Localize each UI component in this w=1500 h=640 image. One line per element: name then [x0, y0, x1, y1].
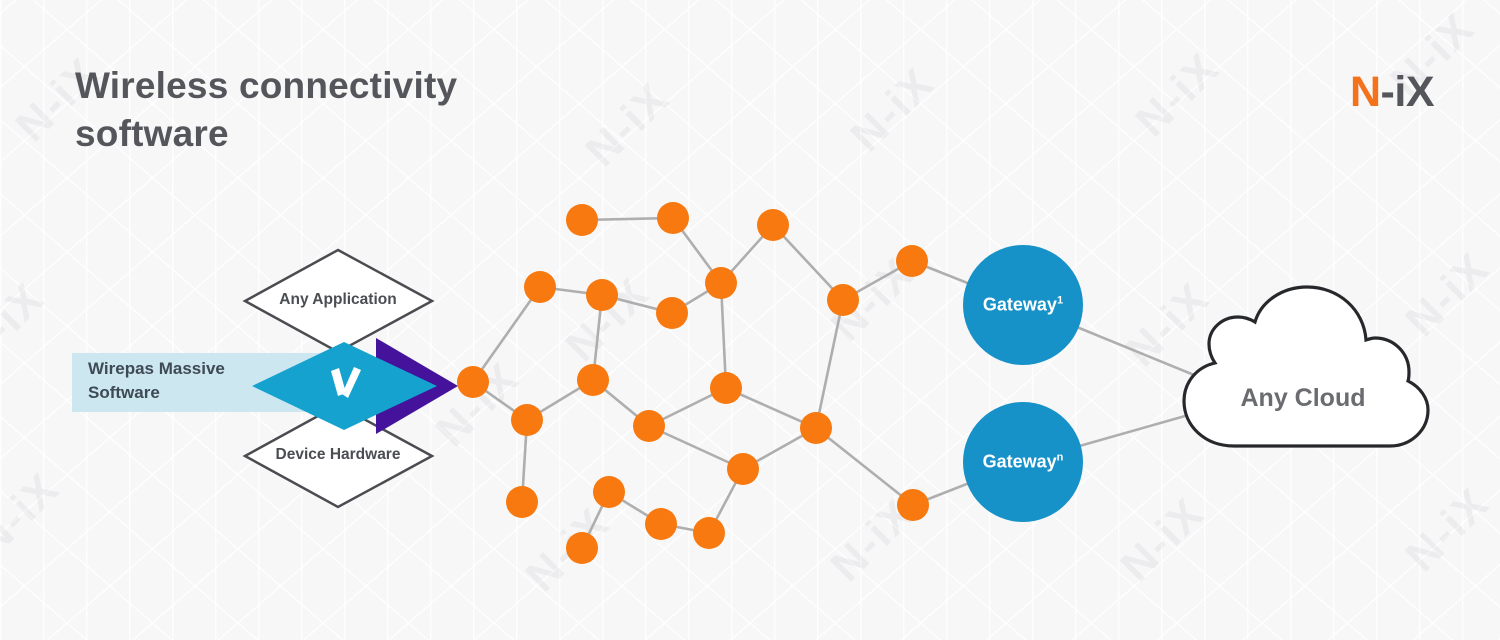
wirepas-diamond	[252, 342, 437, 430]
wirepas-logo-icon	[331, 367, 361, 398]
mesh-edge	[815, 426, 914, 507]
any-cloud-label: Any Cloud	[1240, 384, 1366, 412]
title-line2: software	[75, 113, 229, 155]
any-application-label: Any Application	[279, 291, 397, 308]
mesh-node	[827, 284, 859, 316]
mesh-node	[710, 372, 742, 404]
gateway-n-sup: n	[1056, 451, 1064, 464]
logo-rest: -iX	[1380, 68, 1435, 116]
mesh-node	[506, 486, 538, 518]
mesh-node	[457, 366, 489, 398]
mesh-edge	[772, 224, 844, 301]
wirepas-label-line1: Wirepas Massive	[88, 359, 225, 378]
mesh-edge	[725, 386, 817, 430]
nix-logo: N-iX	[1349, 68, 1435, 117]
mesh-edge	[471, 286, 542, 383]
gateway-n-text: Gateway	[982, 451, 1057, 472]
mesh-node	[566, 204, 598, 236]
wirepas-software-label: Wirepas Massive Software	[88, 357, 308, 405]
cloud-shape	[1182, 285, 1430, 448]
mesh-node	[657, 202, 689, 234]
gateway-1-sup: 1	[1056, 294, 1064, 307]
mesh-node	[633, 410, 665, 442]
mesh-node	[511, 404, 543, 436]
gateway-n-label: Gatewayn	[958, 452, 1088, 473]
gateway-circle	[963, 402, 1083, 522]
mesh-node	[800, 412, 832, 444]
page-title: Wireless connectivity software	[75, 62, 635, 158]
mesh-edge	[814, 299, 845, 429]
mesh-node	[593, 476, 625, 508]
wirepas-label-line2: Software	[88, 383, 160, 403]
mesh-node	[693, 517, 725, 549]
mesh-node	[896, 245, 928, 277]
mesh-node	[586, 279, 618, 311]
gateway-circles	[963, 245, 1083, 522]
title-line1: Wireless connectivity	[75, 65, 458, 106]
mesh-node	[757, 209, 789, 241]
mesh-node	[645, 508, 677, 540]
gateway-1-text: Gateway	[982, 294, 1057, 315]
mesh-node	[656, 297, 688, 329]
mesh-node	[897, 489, 929, 521]
mesh-nodes	[457, 202, 929, 564]
mesh-edge	[719, 282, 728, 389]
mesh-node	[524, 271, 556, 303]
mesh-edge	[648, 424, 744, 471]
device-hardware-label: Device Hardware	[275, 446, 401, 463]
mesh-node	[566, 532, 598, 564]
mesh-node	[705, 267, 737, 299]
gateway-circle	[963, 245, 1083, 365]
device-hardware-diamond	[242, 403, 435, 509]
logo-n: N	[1349, 68, 1381, 116]
gateway-1-label: Gateway1	[958, 295, 1088, 316]
mesh-node	[577, 364, 609, 396]
mesh-node	[727, 453, 759, 485]
